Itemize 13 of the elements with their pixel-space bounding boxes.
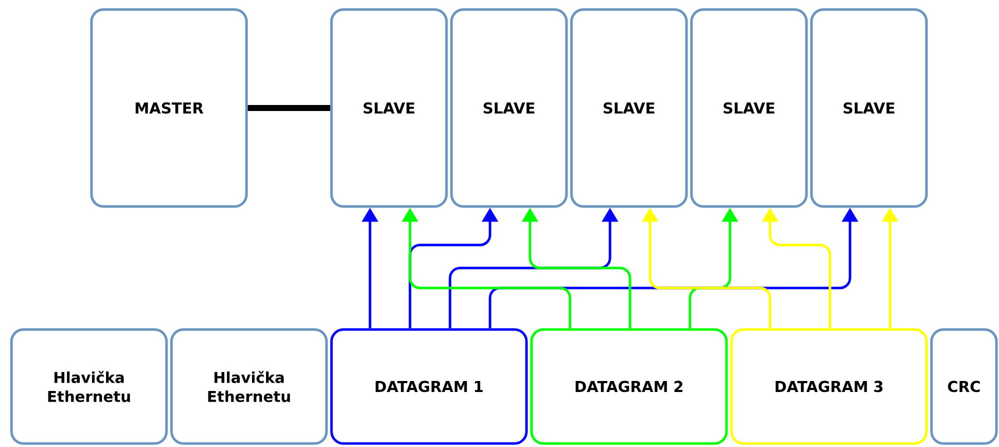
frame-field-box: Hlavička Ethernetu <box>10 328 168 445</box>
master-box: MASTER <box>90 8 248 208</box>
connector-line <box>248 105 330 111</box>
slave-box: SLAVE <box>450 8 568 208</box>
frame-field-box: DATAGRAM 2 <box>530 328 728 445</box>
frame-field-box: DATAGRAM 1 <box>330 328 528 445</box>
frame-field-box: Hlavička Ethernetu <box>170 328 328 445</box>
frame-field-box: CRC <box>930 328 998 445</box>
frame-field-box: DATAGRAM 3 <box>730 328 928 445</box>
slave-box: SLAVE <box>810 8 928 208</box>
slave-box: SLAVE <box>690 8 808 208</box>
slave-box: SLAVE <box>330 8 448 208</box>
slave-box: SLAVE <box>570 8 688 208</box>
